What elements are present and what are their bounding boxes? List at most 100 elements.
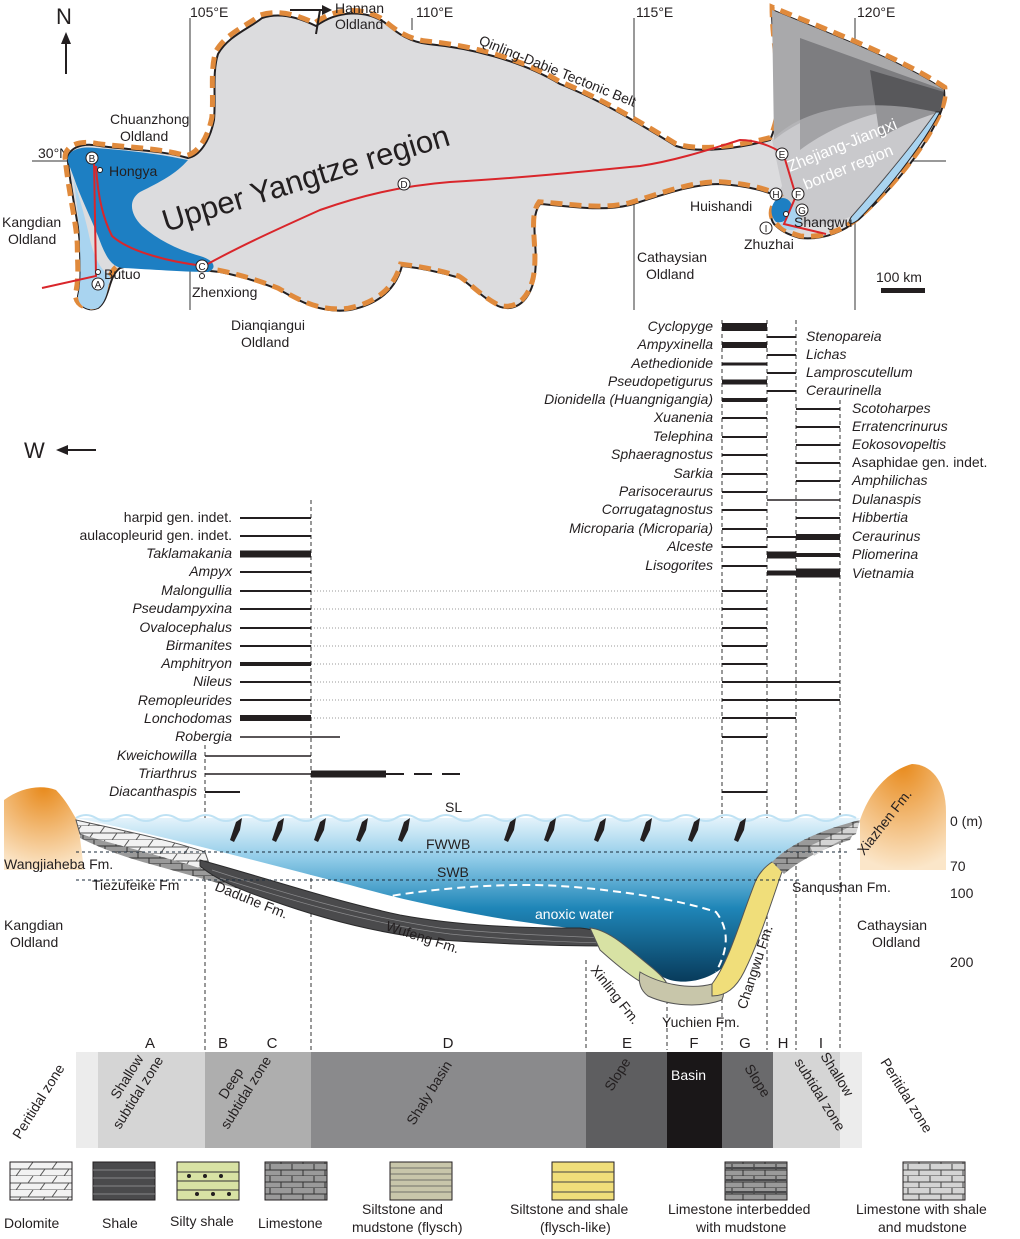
- taxon-dionidella: Dionidella (Huangnigangia): [544, 391, 713, 407]
- deep-basin-west: [67, 147, 214, 272]
- legend-item-siltstone-mudstone: Siltstone and mudstone (flysch): [352, 1161, 462, 1235]
- legend-item-siltstone-shale: Siltstone and shale (flysch-like): [510, 1161, 629, 1235]
- svg-text:H: H: [772, 190, 779, 201]
- graptolite-icon: [544, 818, 556, 842]
- taxon-ovalocephalus: Ovalocephalus: [139, 619, 232, 635]
- svg-text:I: I: [765, 224, 768, 235]
- point-e: E: [775, 147, 789, 161]
- zone-letter-h: H: [778, 1035, 789, 1052]
- water-body: [76, 818, 860, 982]
- dianqiangui-1: Dianqiangui: [231, 317, 305, 333]
- svg-text:Siltstone and: Siltstone and: [362, 1201, 443, 1217]
- graptolite-icons: [230, 818, 746, 842]
- lat-30: 30°N: [38, 145, 69, 161]
- chuanzhong-label-1: Chuanzhong: [110, 111, 189, 127]
- svg-text:Silty shale: Silty shale: [170, 1213, 234, 1229]
- legend-item-limestone-shale-mudstone: Limestone with shale and mudstone: [856, 1161, 987, 1235]
- zone-letter-i: I: [819, 1035, 823, 1052]
- svg-text:F: F: [795, 190, 801, 201]
- west-label: W: [24, 438, 45, 463]
- svg-text:Limestone with shale: Limestone with shale: [856, 1201, 987, 1217]
- kangdian-sec-1: Kangdian: [4, 917, 63, 933]
- cathaysian-sec-1: Cathaysian: [857, 917, 927, 933]
- taxon-malongullia: Malongullia: [161, 582, 232, 598]
- taxon-sarkia: Sarkia: [673, 465, 713, 481]
- zone-letter-a: A: [145, 1035, 155, 1052]
- svg-text:with mudstone: with mudstone: [695, 1219, 786, 1235]
- graptolite-icon: [640, 818, 652, 842]
- graptolite-icon: [356, 818, 368, 842]
- shangwu-label: Shangwu: [794, 214, 852, 230]
- taxon-robergia: Robergia: [175, 728, 232, 744]
- zone-letter-f: F: [689, 1035, 698, 1052]
- scale-label: 100 km: [876, 269, 922, 285]
- cathaysian-map-2: Oldland: [646, 266, 694, 282]
- taxon-ampyx: Ampyx: [188, 563, 233, 579]
- taxon-cyclopyge: Cyclopyge: [648, 318, 714, 334]
- anoxic-label: anoxic water: [535, 906, 614, 922]
- taxon-dulanaspis: Dulanaspis: [852, 491, 921, 507]
- graptolite-icon: [688, 818, 700, 842]
- zone-a: [98, 1052, 205, 1148]
- graptolite-icon: [398, 818, 410, 842]
- lon-120: 120°E: [857, 4, 895, 20]
- chuanzhong-label-2: Oldland: [120, 128, 168, 144]
- ranges-left: [205, 517, 470, 793]
- taxon-telephina: Telephina: [653, 428, 713, 444]
- depth-100: 100: [950, 885, 974, 901]
- yuchien-label: Yuchien Fm.: [662, 1014, 740, 1030]
- point-h: H: [769, 187, 783, 201]
- graptolite-icon: [504, 818, 516, 842]
- lon-115: 115°E: [636, 4, 673, 20]
- taxon-kweichowilla: Kweichowilla: [117, 747, 197, 763]
- zone-bar: A B C D E F G H I Peritidal zone Shallow…: [9, 1035, 936, 1148]
- zone-g: [722, 1052, 773, 1148]
- dianqiangui-2: Oldland: [241, 334, 289, 350]
- lon-105: 105°E: [190, 4, 228, 20]
- land-right: [860, 764, 946, 870]
- taxon-harpid: harpid gen. indet.: [124, 509, 232, 525]
- wangjiaheba-label: Wangjiaheba Fm.: [4, 856, 113, 872]
- svg-text:G: G: [798, 206, 806, 217]
- hannan-arrow-icon: [290, 5, 332, 35]
- tiezufeike-label: Tiezufeike Fm: [92, 877, 179, 893]
- svg-text:Shale: Shale: [102, 1215, 138, 1231]
- fwwb-label: FWWB: [426, 836, 470, 852]
- taxon-pseudopetigurus: Pseudopetigurus: [608, 373, 713, 389]
- taxon-birmanites: Birmanites: [166, 637, 232, 653]
- graptolite-icon: [594, 818, 606, 842]
- zone-e: [586, 1052, 667, 1148]
- graptolite-icon: [734, 818, 746, 842]
- kangdian-map-2: Oldland: [8, 231, 56, 247]
- svg-text:(flysch-like): (flysch-like): [540, 1219, 611, 1235]
- point-b: B: [85, 151, 99, 165]
- legend: Dolomite Shale Silty shale Limestone Sil…: [4, 1161, 987, 1235]
- basin-label: Basin: [671, 1067, 706, 1083]
- taxon-remopleurides: Remopleurides: [138, 692, 232, 708]
- taxon-pliomerina: Pliomerina: [852, 546, 918, 562]
- taxon-pseudampyxina: Pseudampyxina: [132, 600, 232, 616]
- taxon-aulacopleurid: aulacopleurid gen. indet.: [79, 527, 232, 543]
- taxon-amphilichas: Amphilichas: [851, 472, 927, 488]
- taxon-stenopareia: Stenopareia: [806, 328, 882, 344]
- legend-item-limestone: Limestone: [258, 1161, 328, 1231]
- taxon-microparia: Microparia (Microparia): [569, 520, 713, 536]
- legend-item-dolomite: Dolomite: [4, 1161, 73, 1231]
- svg-text:B: B: [89, 154, 96, 165]
- wave-line: [75, 814, 857, 822]
- ranges-right: [767, 336, 840, 578]
- taxon-lonchodomas: Lonchodomas: [144, 710, 232, 726]
- zone-hi: [773, 1052, 840, 1148]
- taxon-eokosovopeltis: Eokosovopeltis: [852, 436, 946, 452]
- zone-peritidal-left: [76, 1052, 98, 1148]
- point-f: F: [791, 187, 805, 201]
- dotted-rows: [311, 590, 722, 719]
- points: A B C D E F G H I: [85, 147, 809, 291]
- graptolite-icon: [230, 818, 242, 842]
- zone-letter-d: D: [443, 1035, 454, 1052]
- point-g: G: [795, 203, 809, 217]
- kangdian-map-1: Kangdian: [2, 214, 61, 230]
- shallow-west: [74, 180, 110, 310]
- zhuzhai-label: Zhuzhai: [744, 236, 794, 252]
- taxon-amphitryon: Amphitryon: [160, 655, 232, 671]
